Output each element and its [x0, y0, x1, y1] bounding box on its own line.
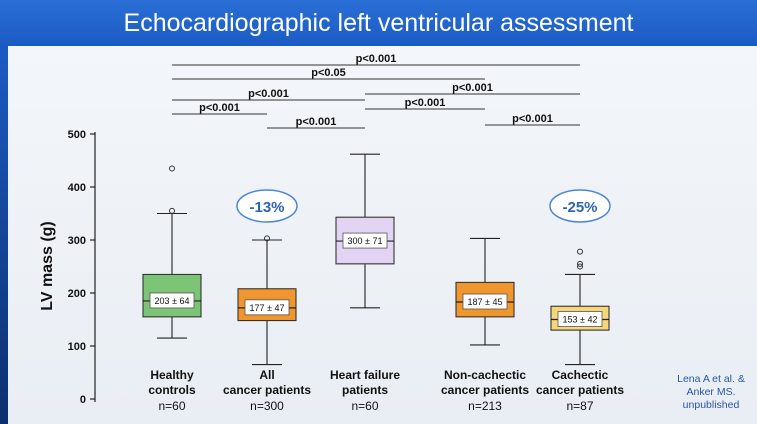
category-label-line1: All	[259, 368, 274, 382]
stat-label: 203 ± 64	[155, 296, 190, 306]
y-tick-label: 100	[68, 341, 86, 353]
y-tick-label: 300	[68, 235, 86, 247]
reference-line-1: Lena A et al. &	[677, 373, 745, 385]
y-axis-label: LV mass (g)	[39, 221, 56, 311]
category-label-line2: cancer patients	[536, 383, 624, 397]
significance-label: p<0.001	[356, 53, 397, 65]
significance-label: p<0.05	[311, 67, 346, 79]
stat-label-box	[149, 292, 195, 309]
group-n-label: n=300	[250, 399, 284, 413]
outlier-point	[577, 260, 583, 267]
slide-title: Echocardiographic left ventricular asses…	[0, 0, 757, 46]
stat-label-box	[557, 311, 603, 327]
group-n-label: n=87	[566, 399, 593, 413]
percent-change-ellipse	[236, 189, 298, 223]
stat-label: 187 ± 45	[468, 297, 503, 307]
outlier-point	[169, 207, 175, 214]
significance-label: p<0.001	[248, 88, 289, 100]
reference-note: Lena A et al. & Anker MS. unpublished	[668, 373, 754, 412]
y-tick-label: 400	[68, 182, 86, 194]
category-label-line1: Healthy	[150, 368, 194, 382]
percent-change-ellipse	[549, 189, 611, 223]
y-tick-label: 500	[68, 129, 86, 141]
outlier-point	[577, 263, 583, 270]
y-tick-label: 200	[68, 288, 86, 300]
significance-label: p<0.001	[405, 97, 446, 109]
category-label-line2: patients	[342, 383, 388, 397]
significance-label: p<0.001	[296, 116, 337, 128]
category-label-line2: cancer patients	[441, 383, 529, 397]
outlier-point	[264, 235, 270, 242]
group-n-label: n=60	[351, 399, 378, 413]
stat-label-box	[342, 232, 388, 249]
stat-label-box	[462, 293, 508, 310]
category-label-line2: controls	[148, 383, 196, 397]
significance-label: p<0.001	[452, 82, 493, 94]
y-tick-label: 0	[80, 394, 86, 406]
category-label-line1: Cachectic	[552, 368, 609, 382]
percent-change-label: -13%	[249, 199, 284, 216]
group-n-label: n=60	[158, 399, 185, 413]
outlier-point	[577, 248, 583, 255]
reference-line-3: unpublished	[682, 399, 740, 411]
category-label-line1: Non-cachectic	[444, 368, 526, 382]
significance-label: p<0.001	[512, 113, 553, 125]
group-n-label: n=213	[468, 399, 502, 413]
outlier-point	[169, 165, 175, 172]
significance-label: p<0.001	[199, 102, 240, 114]
stat-label-box	[244, 299, 290, 316]
stat-label: 300 ± 71	[348, 236, 383, 246]
percent-change-label: -25%	[562, 199, 597, 216]
reference-line-2: Anker MS.	[686, 386, 736, 398]
left-accent-strip	[0, 46, 8, 424]
category-label-line1: Heart failure	[330, 368, 400, 382]
stat-label: 177 ± 47	[250, 303, 285, 313]
stat-label: 153 ± 42	[563, 315, 598, 325]
category-label-line2: cancer patients	[223, 383, 311, 397]
